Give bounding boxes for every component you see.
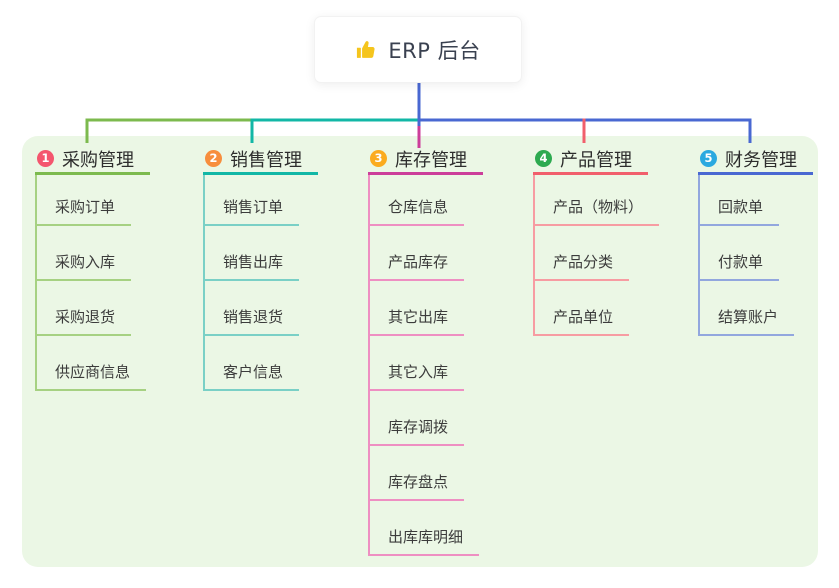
node-label[interactable]: 采购退货 [37,306,132,336]
branch-items: 回款单 付款单 结算账户 [698,175,795,336]
node-label[interactable]: 销售出库 [205,251,300,281]
node-label[interactable]: 库存盘点 [370,471,465,501]
node-label[interactable]: 出库库明细 [370,526,480,556]
node-label[interactable]: 结算账户 [700,306,795,336]
branch-finance: 5 财务管理 回款单 付款单 结算账户 [698,150,813,336]
node-label[interactable]: 产品分类 [535,251,630,281]
branch-title-inventory[interactable]: 3 库存管理 [368,150,483,175]
thumbs-up-icon [357,41,375,58]
badge-4: 4 [535,150,552,167]
branch-items: 采购订单 采购入库 采购退货 供应商信息 [35,175,147,391]
branch-inventory: 3 库存管理 仓库信息 产品库存 其它出库 其它入库 库存调拨 库存盘点 出库库… [368,150,483,556]
branch-procurement: 1 采购管理 采购订单 采购入库 采购退货 供应商信息 [35,150,150,391]
branch-title-product[interactable]: 4 产品管理 [533,150,648,175]
node-label[interactable]: 客户信息 [205,361,300,391]
node-label[interactable]: 产品库存 [370,251,465,281]
branch-title-label: 库存管理 [395,149,467,171]
node-label[interactable]: 产品单位 [535,306,630,336]
branch-items: 仓库信息 产品库存 其它出库 其它入库 库存调拨 库存盘点 出库库明细 [368,175,480,556]
branch-product: 4 产品管理 产品（物料） 产品分类 产品单位 [533,150,660,336]
node-label[interactable]: 库存调拨 [370,416,465,446]
branch-title-sales[interactable]: 2 销售管理 [203,150,318,175]
node-label[interactable]: 销售退货 [205,306,300,336]
branch-title-label: 财务管理 [725,149,797,171]
branch-items: 产品（物料） 产品分类 产品单位 [533,175,660,336]
branch-title-label: 产品管理 [560,149,632,171]
node-label[interactable]: 其它入库 [370,361,465,391]
root-node[interactable]: ERP 后台 [314,16,522,83]
badge-3: 3 [370,150,387,167]
node-label[interactable]: 采购入库 [37,251,132,281]
node-label[interactable]: 采购订单 [37,196,132,226]
node-label[interactable]: 产品（物料） [535,196,660,226]
branch-title-label: 采购管理 [62,149,134,171]
branch-title-procurement[interactable]: 1 采购管理 [35,150,150,175]
node-label[interactable]: 仓库信息 [370,196,465,226]
node-label[interactable]: 回款单 [700,196,780,226]
branch-items: 销售订单 销售出库 销售退货 客户信息 [203,175,300,391]
badge-1: 1 [37,150,54,167]
node-label[interactable]: 其它出库 [370,306,465,336]
branch-group-panel [22,136,818,567]
branch-sales: 2 销售管理 销售订单 销售出库 销售退货 客户信息 [203,150,318,391]
root-title: ERP 后台 [388,38,481,63]
branch-title-label: 销售管理 [230,149,302,171]
node-label[interactable]: 付款单 [700,251,780,281]
node-label[interactable]: 供应商信息 [37,361,147,391]
badge-2: 2 [205,150,222,167]
branch-title-finance[interactable]: 5 财务管理 [698,150,813,175]
node-label[interactable]: 销售订单 [205,196,300,226]
badge-5: 5 [700,150,717,167]
